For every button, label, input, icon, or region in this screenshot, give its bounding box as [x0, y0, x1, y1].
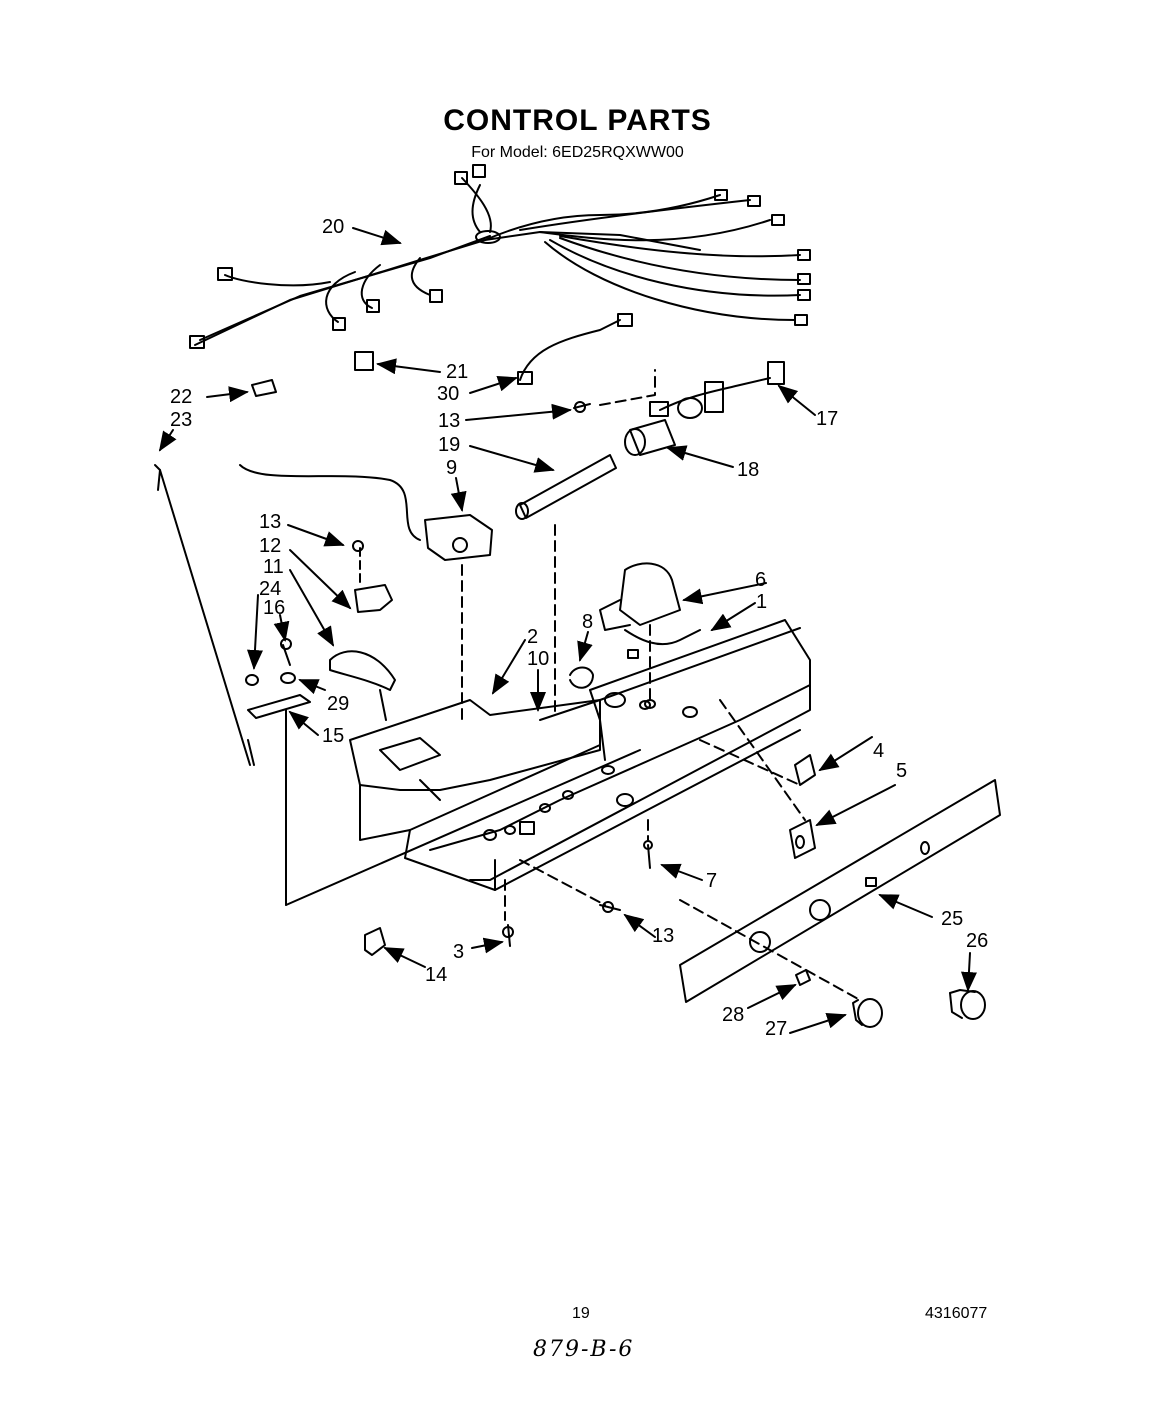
knob-26 [949, 989, 986, 1020]
callout-17: 17 [816, 408, 838, 430]
callout-13-bottom: 13 [652, 925, 674, 947]
callout-29: 29 [327, 693, 349, 715]
callout-5: 5 [896, 760, 907, 782]
document-number: 4316077 [925, 1305, 988, 1322]
callout-28: 28 [722, 1004, 744, 1026]
part-9-wire [239, 464, 421, 541]
part-18 [629, 419, 676, 456]
callout-27: 27 [765, 1018, 787, 1040]
part-28 [795, 969, 811, 986]
part-5 [789, 819, 816, 859]
callout-9: 9 [446, 457, 457, 479]
screw-13-top [573, 403, 591, 409]
part-9 [424, 514, 493, 561]
part-12 [354, 584, 393, 613]
part-30-wire [519, 319, 621, 381]
callout-7: 7 [706, 870, 717, 892]
model-subtitle: For Model: 6ED25RQXWW00 [471, 144, 684, 161]
callout-23: 23 [170, 409, 192, 431]
callout-13-mid: 13 [259, 511, 281, 533]
callout-18: 18 [737, 459, 759, 481]
part-21 [354, 351, 374, 371]
screw-3 [507, 924, 511, 947]
dash-line-13 [599, 369, 656, 406]
part-8 [569, 666, 594, 689]
callout-13-top: 13 [438, 410, 460, 432]
part-24 [245, 674, 259, 686]
part-4 [794, 754, 816, 786]
callout-8: 8 [582, 611, 593, 633]
callout-10: 10 [527, 648, 549, 670]
callout-3: 3 [453, 941, 464, 963]
callout-24: 24 [259, 578, 281, 600]
callout-6: 6 [755, 569, 766, 591]
part-23-rod [159, 469, 251, 766]
part-2 [349, 699, 601, 791]
part-22 [251, 379, 277, 397]
callout-20: 20 [322, 216, 344, 238]
callout-2: 2 [527, 626, 538, 648]
callout-22: 22 [170, 386, 192, 408]
page-number: 19 [572, 1305, 590, 1322]
part-15 [247, 694, 311, 719]
wire-harness [189, 164, 811, 349]
callout-30: 30 [437, 383, 459, 405]
callout-4: 4 [873, 740, 884, 762]
page-title: CONTROL PARTS [443, 104, 712, 137]
panel-25 [679, 779, 1001, 1003]
callout-15: 15 [322, 725, 344, 747]
callout-12: 12 [259, 535, 281, 557]
callout-11: 11 [263, 556, 284, 578]
part-6 [619, 562, 681, 626]
callout-14: 14 [425, 964, 447, 986]
callout-labels: 20 21 30 22 23 13 19 9 17 18 13 12 11 24… [170, 216, 988, 1040]
callout-21: 21 [446, 361, 468, 383]
callout-1: 1 [756, 591, 767, 613]
part-14 [364, 927, 386, 956]
callout-16: 16 [263, 597, 285, 619]
callout-26: 26 [966, 930, 988, 952]
callout-25: 25 [941, 908, 963, 930]
callout-19: 19 [438, 434, 460, 456]
part-11 [329, 650, 396, 691]
knob-27 [852, 998, 883, 1028]
main-housing [404, 619, 811, 891]
part-19 [519, 454, 617, 519]
handwritten-note: 879-B-6 [533, 1337, 635, 1362]
